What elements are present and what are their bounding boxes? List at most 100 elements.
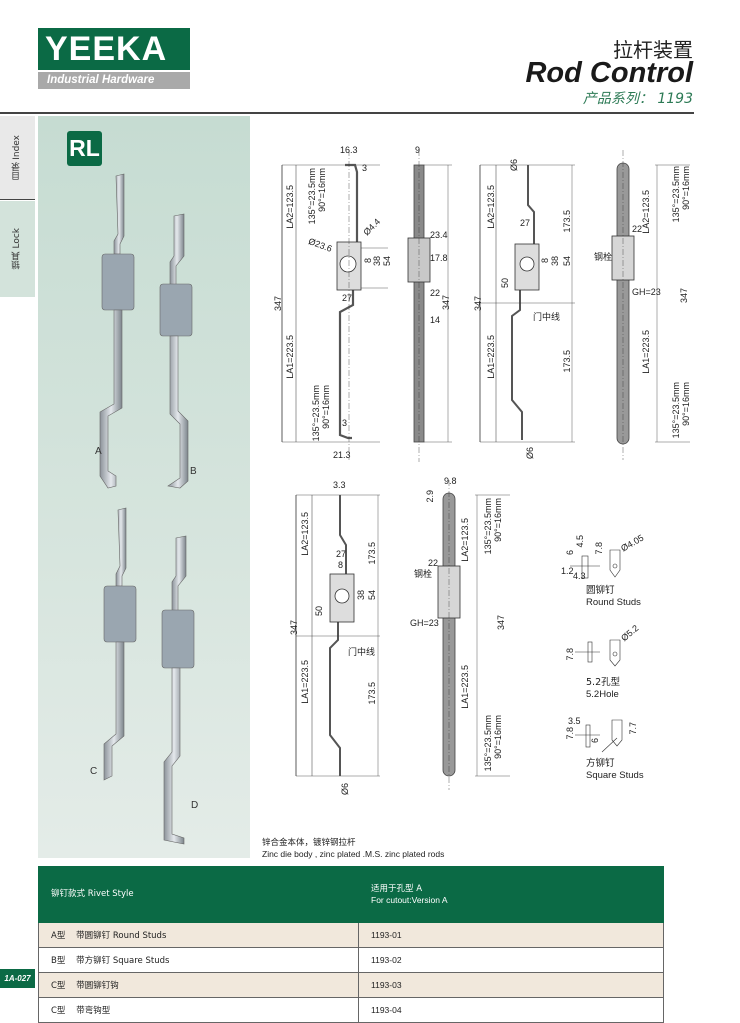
dim-label: 38 — [550, 256, 560, 267]
dim-label: 8 — [540, 258, 550, 264]
drawing-6 — [437, 480, 510, 790]
dim-label: 347 — [441, 295, 451, 311]
dim-label: 347 — [679, 288, 689, 304]
dim-label: LA1=223.5 — [285, 335, 295, 379]
type: A型 — [51, 931, 66, 941]
code-cell: 1193-01 — [358, 922, 664, 948]
dim-label: 54 — [382, 256, 392, 267]
rivet-style-cell: A型 带圆铆钉 Round Studs — [38, 922, 359, 948]
dim-label: 347 — [273, 296, 283, 312]
hole-cn: 5.2孔型 — [586, 677, 621, 688]
dim-label: 173.5 — [367, 682, 377, 705]
dim-label: 27 — [336, 549, 347, 559]
caption-cn: 锌合金本体，镀锌钢拉杆 — [262, 838, 356, 848]
dim-label: 14 — [430, 315, 441, 325]
type: B型 — [51, 956, 66, 966]
material-caption: 锌合金本体，镀锌钢拉杆 Zinc die body , zinc plated … — [262, 838, 444, 860]
rivet-style-cell: B型 带方铆钉 Square Studs — [38, 947, 359, 973]
dim-label: 90°=16mm — [493, 498, 503, 542]
product-photo-panel — [38, 116, 250, 858]
dim-label: 135°=23.5mm — [311, 385, 321, 442]
rod-a — [99, 173, 135, 489]
square-studs-en: Square Studs — [586, 770, 644, 781]
drawing-3 — [479, 164, 575, 443]
dim-label: 90°=16mm — [681, 382, 691, 426]
dim-label: 17.8 — [430, 253, 448, 263]
door-centerline-label: 门中线 — [348, 648, 376, 658]
dim-label: 22 — [430, 288, 441, 298]
dim-label: 7.8 — [565, 648, 575, 661]
rod-c — [103, 507, 137, 781]
header-rivet-style: 铆钉款式 Rivet Style — [38, 866, 359, 923]
dim-label: 6 — [590, 738, 600, 744]
caption-en: Zinc die body , zinc plated .M.S. zinc p… — [262, 849, 445, 859]
dim-label: 22 — [428, 558, 439, 568]
dim-label: 38 — [356, 590, 366, 601]
style: 带弯钩型 — [76, 1006, 111, 1016]
dim-label: 9.8 — [444, 476, 457, 486]
dim-label: 347 — [496, 615, 506, 631]
logo-text: YEEKA — [38, 28, 190, 70]
dim-label: LA2=123.5 — [641, 190, 651, 234]
dim-label: 54 — [562, 256, 572, 267]
dim-label: GH=23 — [410, 618, 439, 628]
dim-label: 90°=16mm — [681, 166, 691, 210]
dim-label: 173.5 — [367, 542, 377, 565]
dim-label: 135°=23.5mm — [483, 498, 493, 555]
header-cutout-cn: 适用于孔型 A — [371, 883, 423, 894]
dim-label: 22 — [632, 224, 643, 234]
rod-photos — [99, 173, 195, 845]
dim-label: LA2=123.5 — [460, 518, 470, 562]
dim-label: 90°=16mm — [493, 715, 503, 759]
dim-label: 2.9 — [425, 490, 435, 503]
dim-label: 16.3 — [340, 145, 358, 155]
dim-label: Ø6 — [509, 158, 520, 172]
dim-label: 38 — [372, 256, 382, 267]
round-studs-en: Round Studs — [586, 597, 641, 608]
product-label-b: B — [190, 466, 197, 477]
dim-label: 23.4 — [430, 230, 448, 240]
page-title: Rod Control — [525, 57, 693, 89]
dim-label: 173.5 — [562, 210, 572, 233]
stud-details — [570, 549, 623, 753]
tab-index[interactable]: 目录 Index — [0, 116, 35, 200]
dim-label: 21.3 — [333, 450, 351, 460]
dim-label: 90°=16mm — [321, 385, 331, 429]
dim-label: 3 — [342, 418, 348, 428]
dim-label: LA1=223.5 — [641, 330, 651, 374]
dim-label: 1.2 — [561, 566, 574, 576]
type: C型 — [51, 1006, 66, 1016]
dim-label: 50 — [500, 278, 510, 289]
rivet-style-cell: C型 带圆铆钉钩 — [38, 972, 359, 998]
drawing-1 — [281, 150, 388, 460]
tab-lock[interactable]: 锁具 Lock — [0, 201, 35, 297]
dim-label: 135°=23.5mm — [307, 168, 317, 225]
dim-label: 3 — [362, 163, 368, 173]
header-cutout-en: For cutout:Version A — [371, 894, 448, 905]
dim-label: 3.3 — [333, 480, 346, 490]
dim-label: 8 — [338, 560, 344, 570]
dim-label: 7.7 — [628, 722, 638, 735]
dim-label: LA2=123.5 — [300, 512, 310, 556]
dim-label: LA2=123.5 — [486, 185, 496, 229]
dim-label: 90°=16mm — [317, 168, 327, 212]
square-studs-cn: 方铆钉 — [586, 758, 615, 769]
dim-label: 7.8 — [565, 727, 575, 740]
product-label-c: C — [90, 766, 98, 777]
dim-label: 54 — [367, 590, 377, 601]
style: 带圆铆钉 Round Studs — [76, 931, 167, 941]
page-number: 1A-027 — [0, 969, 35, 988]
dim-label: 27 — [342, 293, 353, 303]
title-cn: 拉杆装置 — [613, 38, 693, 62]
round-studs-cn: 圆铆钉 — [586, 585, 615, 596]
logo-subtitle: Industrial Hardware — [38, 72, 190, 89]
dim-label: GH=23 — [632, 287, 661, 297]
